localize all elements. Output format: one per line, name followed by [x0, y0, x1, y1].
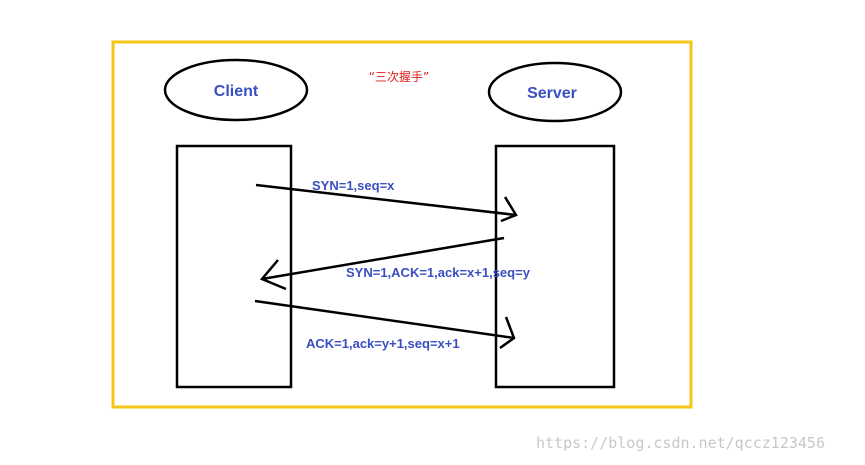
message-ack: ACK=1,ack=y+1,seq=x+1: [254, 299, 516, 351]
server-label: Server: [527, 85, 577, 102]
message-syn-ack-arrowhead: [259, 259, 287, 291]
diagram-frame: [111, 40, 693, 409]
server-lifeline-box: [494, 144, 616, 389]
server-ellipse: [487, 61, 623, 123]
message-syn: SYN=1,seq=x: [255, 178, 518, 223]
message-syn-arrowhead: [500, 196, 518, 223]
client-label: Client: [214, 83, 259, 100]
watermark-text: https://blog.csdn.net/qccz123456: [536, 434, 825, 452]
message-syn-ack-line: [261, 236, 505, 281]
message-syn-ack: SYN=1,ACK=1,ack=x+1,seq=y: [259, 236, 531, 291]
message-ack-arrowhead: [499, 316, 516, 350]
message-ack-line: [254, 299, 515, 340]
message-syn-ack-label: SYN=1,ACK=1,ack=x+1,seq=y: [346, 265, 531, 280]
message-syn-line: [255, 183, 517, 217]
message-ack-label: ACK=1,ack=y+1,seq=x+1: [306, 336, 460, 351]
message-syn-label: SYN=1,seq=x: [312, 178, 395, 193]
client-lifeline-box: [175, 144, 293, 389]
diagram-title: “三次握手”: [369, 69, 429, 84]
client-ellipse: [163, 58, 309, 122]
